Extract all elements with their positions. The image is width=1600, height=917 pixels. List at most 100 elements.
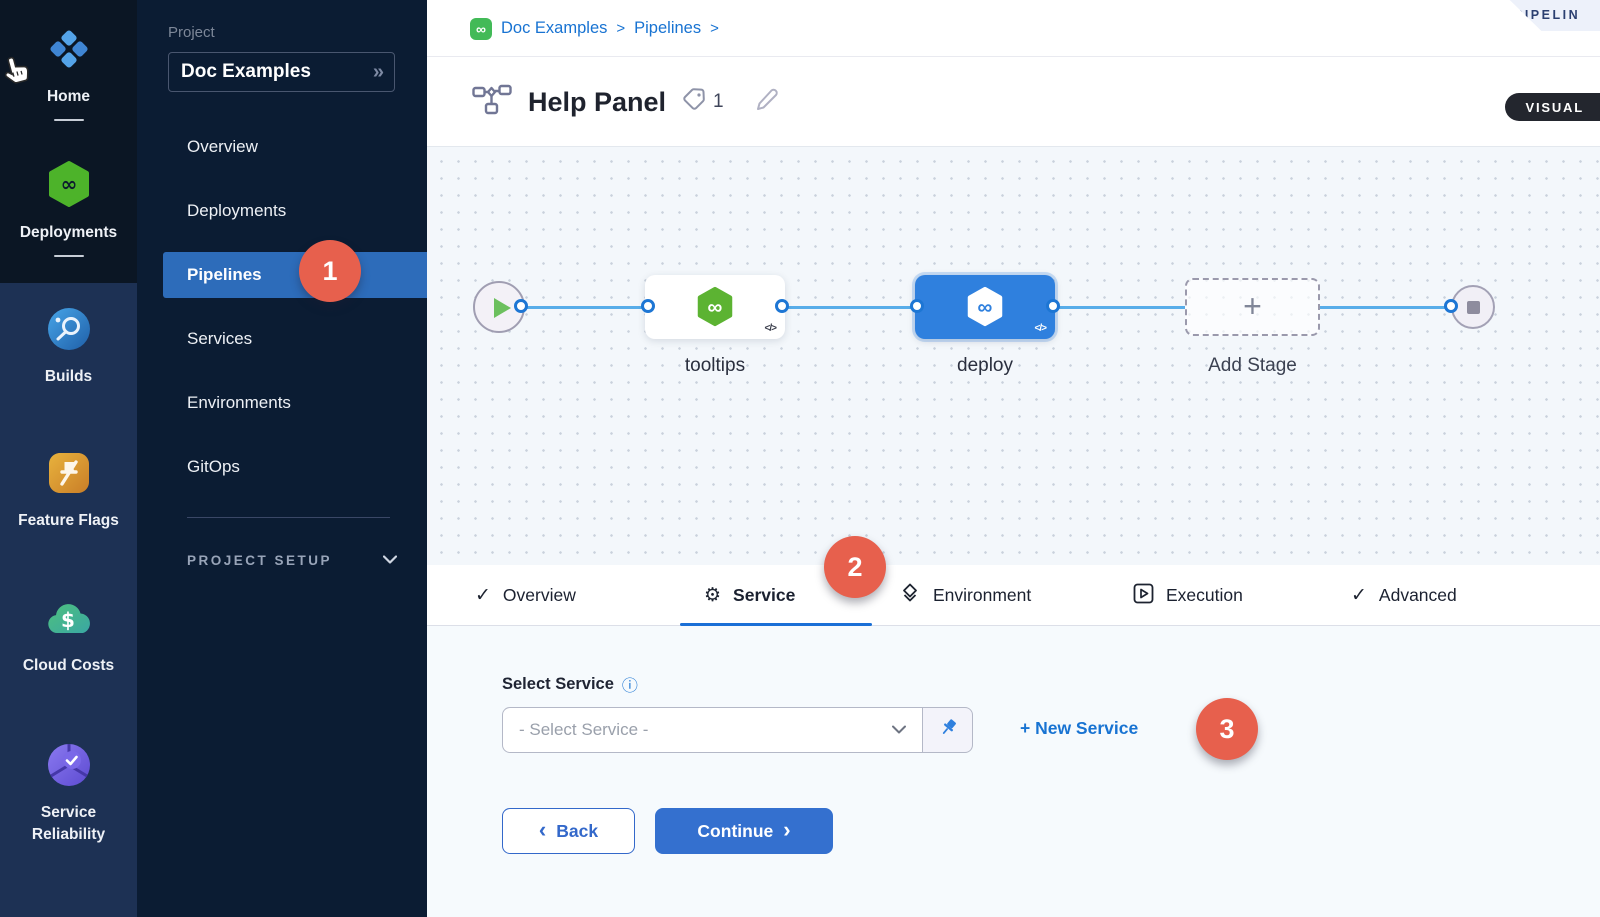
hand-cursor-icon xyxy=(0,53,34,92)
back-button[interactable]: ‹ Back xyxy=(502,808,635,854)
service-reliability-icon xyxy=(46,742,92,793)
rail-item-service-reliability[interactable]: Service Reliability xyxy=(0,742,137,847)
layers-icon xyxy=(899,583,921,609)
tab-execution[interactable]: Execution xyxy=(1133,565,1243,626)
connector-line xyxy=(521,306,648,309)
node-port[interactable] xyxy=(910,299,924,313)
tab-environment[interactable]: Environment xyxy=(899,565,1031,626)
home-icon xyxy=(46,26,92,77)
code-view-icon: </> xyxy=(1034,323,1048,334)
tab-overview[interactable]: ✓ Overview xyxy=(475,585,576,606)
sidebar-item-environments[interactable]: Environments xyxy=(187,393,291,412)
svg-text:$: $ xyxy=(61,608,75,632)
breadcrumb-link-pipelines[interactable]: Pipelines xyxy=(634,19,702,37)
play-box-icon xyxy=(1133,583,1154,608)
tab-service[interactable]: ⚙ Service xyxy=(704,585,796,606)
page-title: Help Panel xyxy=(528,86,667,117)
feature-flags-icon xyxy=(46,450,92,501)
stage-node-tooltips[interactable]: ∞ </> xyxy=(645,275,785,339)
sidebar-divider xyxy=(187,517,390,518)
rail-top-section xyxy=(0,0,137,283)
play-icon xyxy=(494,298,511,318)
svg-text:∞: ∞ xyxy=(60,172,77,196)
double-chevron-icon: » xyxy=(372,60,384,83)
node-port[interactable] xyxy=(1444,299,1458,313)
tags-indicator[interactable]: 1 xyxy=(682,87,724,118)
connector-line xyxy=(1320,306,1451,309)
deployments-icon: ∞ xyxy=(45,160,93,213)
rail-item-home[interactable]: Home xyxy=(0,26,137,122)
check-icon: ✓ xyxy=(475,585,491,606)
continue-button[interactable]: Continue › xyxy=(655,808,833,854)
project-setup-label: PROJECT SETUP xyxy=(187,552,333,568)
module-underline xyxy=(53,119,84,122)
rail-item-deployments[interactable]: ∞ Deployments xyxy=(0,160,137,258)
breadcrumb-separator: > xyxy=(710,20,719,37)
stop-icon xyxy=(1467,301,1480,314)
node-port[interactable] xyxy=(641,299,655,313)
sidebar-item-overview[interactable]: Overview xyxy=(187,137,258,156)
add-stage-button[interactable]: + xyxy=(1185,278,1320,336)
step-badge-1: 1 xyxy=(299,240,361,302)
edit-pencil-icon[interactable] xyxy=(754,87,780,118)
service-select-dropdown[interactable]: - Select Service - xyxy=(502,707,923,753)
project-selector[interactable]: Doc Examples » xyxy=(168,52,395,92)
pipeline-flowchart-icon xyxy=(472,84,512,121)
rail-item-label: Cloud Costs xyxy=(22,657,115,674)
active-tab-underline xyxy=(680,623,872,626)
pipeline-canvas[interactable]: ∞ </> tooltips ∞ </> deploy + Add Stage xyxy=(427,147,1600,565)
connector-line xyxy=(1053,306,1185,309)
gear-icon: ⚙ xyxy=(704,585,722,606)
project-name: Doc Examples xyxy=(181,61,311,82)
chevron-down-icon xyxy=(892,721,906,739)
rail-item-label: Home xyxy=(46,88,91,105)
chevron-right-icon: › xyxy=(783,817,791,842)
node-port[interactable] xyxy=(775,299,789,313)
rail-item-builds[interactable]: Builds xyxy=(0,306,137,388)
breadcrumb-separator: > xyxy=(616,20,626,37)
stage-label: tooltips xyxy=(684,355,746,376)
step-badge-2: 2 xyxy=(824,536,886,598)
breadcrumb-link-project[interactable]: Doc Examples xyxy=(501,19,608,37)
service-form-panel: Select Service ⓘ - Select Service - xyxy=(427,626,1600,917)
chevron-left-icon: ‹ xyxy=(538,817,547,842)
rail-item-label: Deployments xyxy=(19,224,118,241)
check-icon: ✓ xyxy=(1351,585,1367,606)
tag-icon xyxy=(682,87,708,118)
harness-project-icon: ∞ xyxy=(470,17,492,40)
pipeline-end-node[interactable] xyxy=(1451,285,1495,329)
step-badge-3: 3 xyxy=(1196,698,1258,760)
info-icon[interactable]: ⓘ xyxy=(621,678,638,695)
sidebar-item-services[interactable]: Services xyxy=(187,329,253,348)
stage-node-deploy[interactable]: ∞ </> xyxy=(915,275,1055,339)
visual-toggle-label: VISUAL xyxy=(1525,99,1584,115)
tag-count: 1 xyxy=(713,91,724,112)
add-stage-label: Add Stage xyxy=(1208,355,1297,376)
stage-tabbar: ✓ Overview ⚙ Service Environment xyxy=(427,565,1600,626)
breadcrumb: ∞ Doc Examples > Pipelines > xyxy=(470,0,719,57)
sidebar-item-deployments[interactable]: Deployments xyxy=(187,201,287,220)
rail-item-label: Service Reliability xyxy=(31,804,106,844)
module-underline xyxy=(53,255,84,258)
builds-icon xyxy=(46,306,92,357)
rail-item-feature-flags[interactable]: Feature Flags xyxy=(0,450,137,532)
rail-item-label: Builds xyxy=(44,368,93,385)
sidebar-item-pipelines[interactable]: Pipelines xyxy=(163,252,427,298)
pin-service-button[interactable] xyxy=(923,707,973,753)
connector-line xyxy=(782,306,917,309)
pipeline-titlebar: Help Panel 1 VISUAL xyxy=(427,57,1600,147)
rail-item-cloud-costs[interactable]: $ Cloud Costs xyxy=(0,597,137,677)
code-view-icon: </> xyxy=(764,323,778,334)
new-service-link[interactable]: + New Service xyxy=(1020,718,1139,738)
node-port[interactable] xyxy=(1046,299,1060,313)
tab-advanced[interactable]: ✓ Advanced xyxy=(1351,585,1457,606)
pin-icon xyxy=(938,718,958,743)
sidebar-item-gitops[interactable]: GitOps xyxy=(187,457,240,476)
harness-stage-icon: ∞ xyxy=(692,284,738,330)
project-setup-toggle[interactable]: PROJECT SETUP xyxy=(187,551,398,569)
service-select-placeholder: - Select Service - xyxy=(519,720,649,739)
cloud-costs-icon: $ xyxy=(44,597,94,646)
visual-yaml-toggle[interactable]: VISUAL xyxy=(1504,93,1600,121)
node-port[interactable] xyxy=(514,299,528,313)
